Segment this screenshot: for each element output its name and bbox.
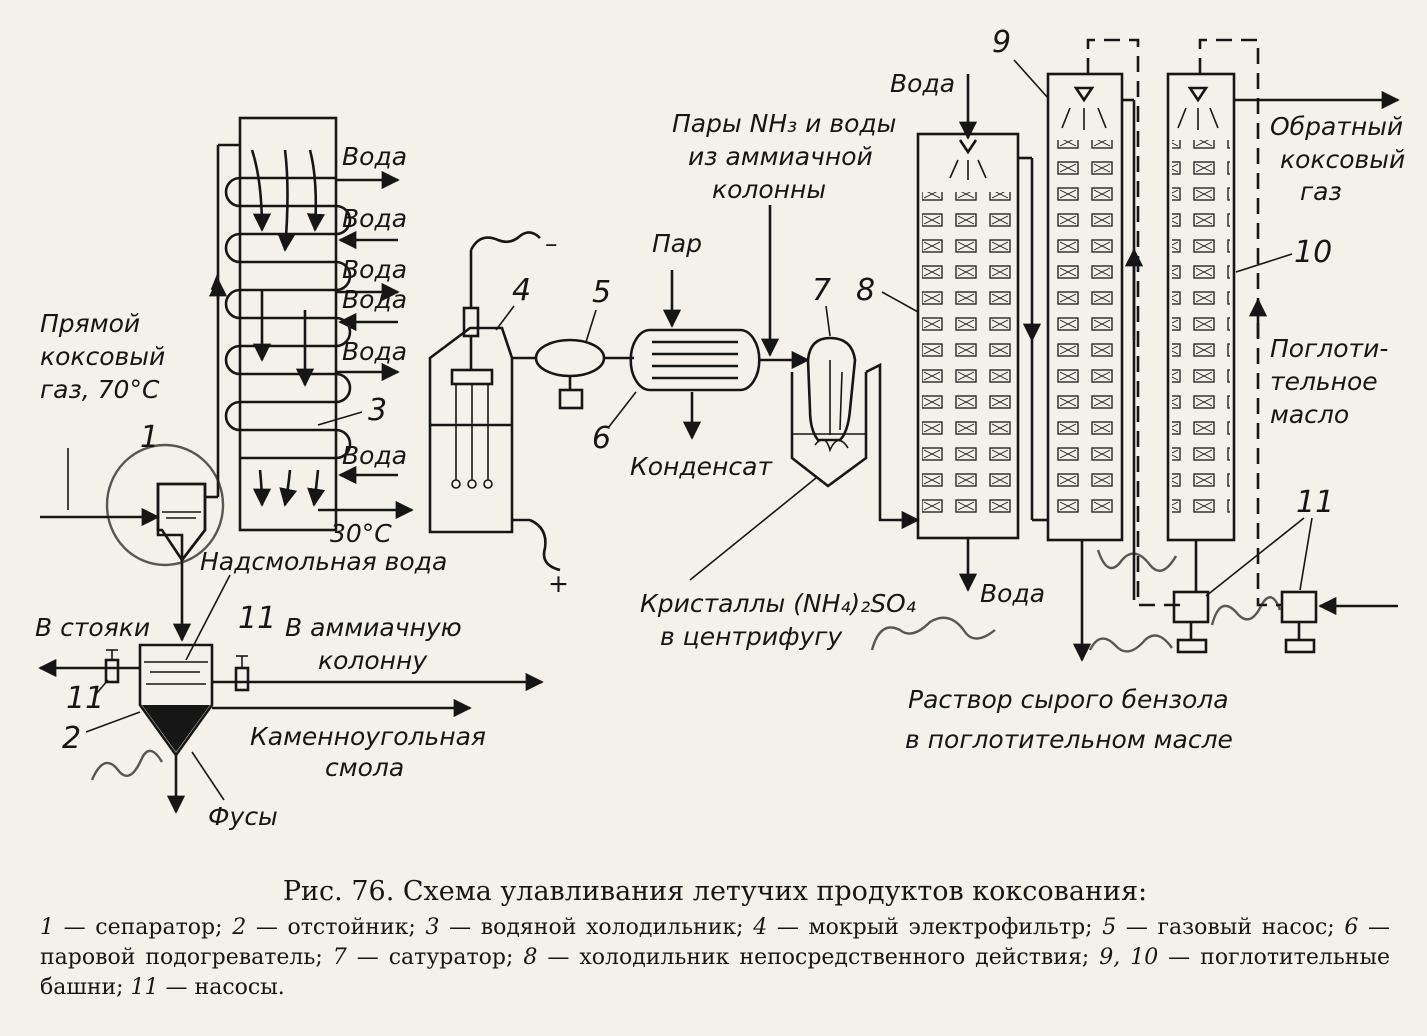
water-label-1: Вода [342, 142, 407, 171]
water-label-3: Вода [342, 255, 407, 284]
legend-text-1: — сепаратор; [54, 915, 233, 940]
coal-tar-label-2: смола [325, 753, 404, 782]
legend-num-7: 7 [332, 945, 347, 970]
label-number-10: 10 [1294, 235, 1332, 270]
caption-legend: 1 — сепаратор; 2 — отстойник; 3 — водяно… [40, 913, 1390, 1003]
fusy-label: Фусы [208, 802, 278, 831]
gas-pump: 5 [534, 275, 634, 410]
label-number-9: 9 [992, 25, 1011, 60]
legend-text-2: — отстойник; [246, 915, 426, 940]
direct-cooler: Вода Вода 8 [856, 69, 1048, 608]
legend-text-5: — газовый насос; [1116, 915, 1345, 940]
nh3-vapor-label-2: из аммиачной [688, 142, 873, 171]
legend-num-10: 11 [130, 975, 159, 1000]
legend-num-9: 9, 10 [1099, 945, 1159, 970]
return-gas-label-3: газ [1300, 177, 1342, 206]
minus-terminal: – [545, 229, 558, 258]
return-gas-label-1: Обратный [1270, 112, 1403, 141]
label-number-6: 6 [592, 421, 611, 456]
absorption-tower-9: 9 [992, 25, 1182, 662]
raw-gas-inlet: Прямой коксовый газ, 70°C [40, 309, 165, 527]
return-gas-label-2: коксовый [1280, 145, 1405, 174]
water-label-4: Вода [342, 285, 407, 314]
benzene-solution: Раствор сырого бензола в поглотительном … [905, 685, 1233, 754]
label-number-1: 1 [140, 420, 159, 455]
crystals-label-2: в центрифугу [660, 622, 843, 651]
legend-num-1: 1 [40, 915, 54, 940]
to-ammonia-label-1: В аммиачную [285, 613, 462, 642]
benzene-label-2: в поглотительном масле [905, 725, 1233, 754]
figure-caption: Рис. 76. Схема улавливания летучих проду… [40, 876, 1390, 1003]
water-cooler: Вода Вода Вода Вода Вода Вода 30°C 3 [224, 116, 414, 548]
nh3-vapor-label-1: Пары NH₃ и воды [672, 109, 896, 138]
label-number-2: 2 [62, 721, 81, 756]
raw-gas-label-2: коксовый [40, 342, 165, 371]
label-number-3: 3 [368, 393, 387, 428]
legend-num-2: 2 [232, 915, 247, 940]
raw-gas-label-1: Прямой [40, 309, 140, 338]
condensate-label: Конденсат [630, 452, 773, 481]
legend-text-10: — насосы. [158, 975, 285, 1000]
absorb-oil-label-1: Поглоти- [1270, 334, 1388, 363]
label-number-5: 5 [592, 275, 611, 310]
absorb-oil-label-2: тельное [1270, 367, 1378, 396]
steam-heater: Пар Конденсат 6 Пары NH₃ и воды из аммиа… [592, 109, 896, 481]
legend-num-4: 4 [753, 915, 768, 940]
water-label-5: Вода [342, 337, 407, 366]
water-label-2: Вода [342, 204, 407, 233]
legend-text-9: — поглотительные башни; [40, 945, 1390, 1000]
crystals-label-1: Кристаллы (NH₄)₂SO₄ [640, 589, 916, 618]
legend-text-4: — мокрый электрофильтр; [767, 915, 1103, 940]
legend-text-3: — водяной холодильник; [439, 915, 754, 940]
legend-num-3: 3 [425, 915, 440, 940]
to-ammonia-label-2: колонну [318, 646, 428, 675]
legend-text-7: — сатуратор; [346, 945, 524, 970]
raw-gas-label-3: газ, 70°C [40, 375, 160, 404]
water-top-label: Вода [890, 69, 955, 98]
label-number-11-middle: 11 [238, 601, 276, 636]
absorb-oil-label-3: масло [1270, 400, 1349, 429]
temperature-label: 30°C [330, 519, 392, 548]
legend-text-6: — паровой подогреватель; [40, 915, 1391, 970]
water-label-6: Вода [342, 441, 407, 470]
legend-text-8: — холодильник непосредственного действия… [537, 945, 1100, 970]
to-risers-label: В стояки [35, 613, 150, 642]
absorption-tower-10: Обратный коксовый газ 10 Поглоти- тельно… [1166, 38, 1405, 607]
process-diagram: Прямой коксовый газ, 70°C 1 [35, 25, 1405, 831]
legend-num-8: 8 [523, 945, 538, 970]
pumps-right: 11 [1172, 485, 1398, 654]
label-number-11-right: 11 [1296, 485, 1334, 520]
label-number-7: 7 [812, 273, 831, 308]
legend-num-5: 5 [1102, 915, 1117, 940]
tar-water-label: Надсмольная вода [200, 547, 447, 576]
settler: В стояки Надсмольная вода В аммиачную ко… [35, 547, 544, 831]
water-out-label: Вода [980, 579, 1045, 608]
plus-terminal: + [548, 569, 569, 598]
saturator: 7 Кристаллы (NH₄)₂SO₄ в центрифугу [640, 273, 996, 651]
electrostatic-precipitator: – + 4 [428, 229, 569, 598]
separator: 1 [105, 143, 240, 642]
nh3-vapor-label-3: колонны [712, 175, 826, 204]
steam-label: Пар [652, 229, 702, 258]
legend-num-6: 6 [1344, 915, 1359, 940]
label-number-11-left: 11 [66, 681, 104, 716]
label-number-4: 4 [512, 273, 531, 308]
benzene-label-1: Раствор сырого бензола [908, 685, 1229, 714]
coal-tar-label-1: Каменноугольная [250, 722, 486, 751]
label-number-8: 8 [856, 273, 875, 308]
caption-title: Рис. 76. Схема улавливания летучих проду… [282, 876, 1148, 907]
